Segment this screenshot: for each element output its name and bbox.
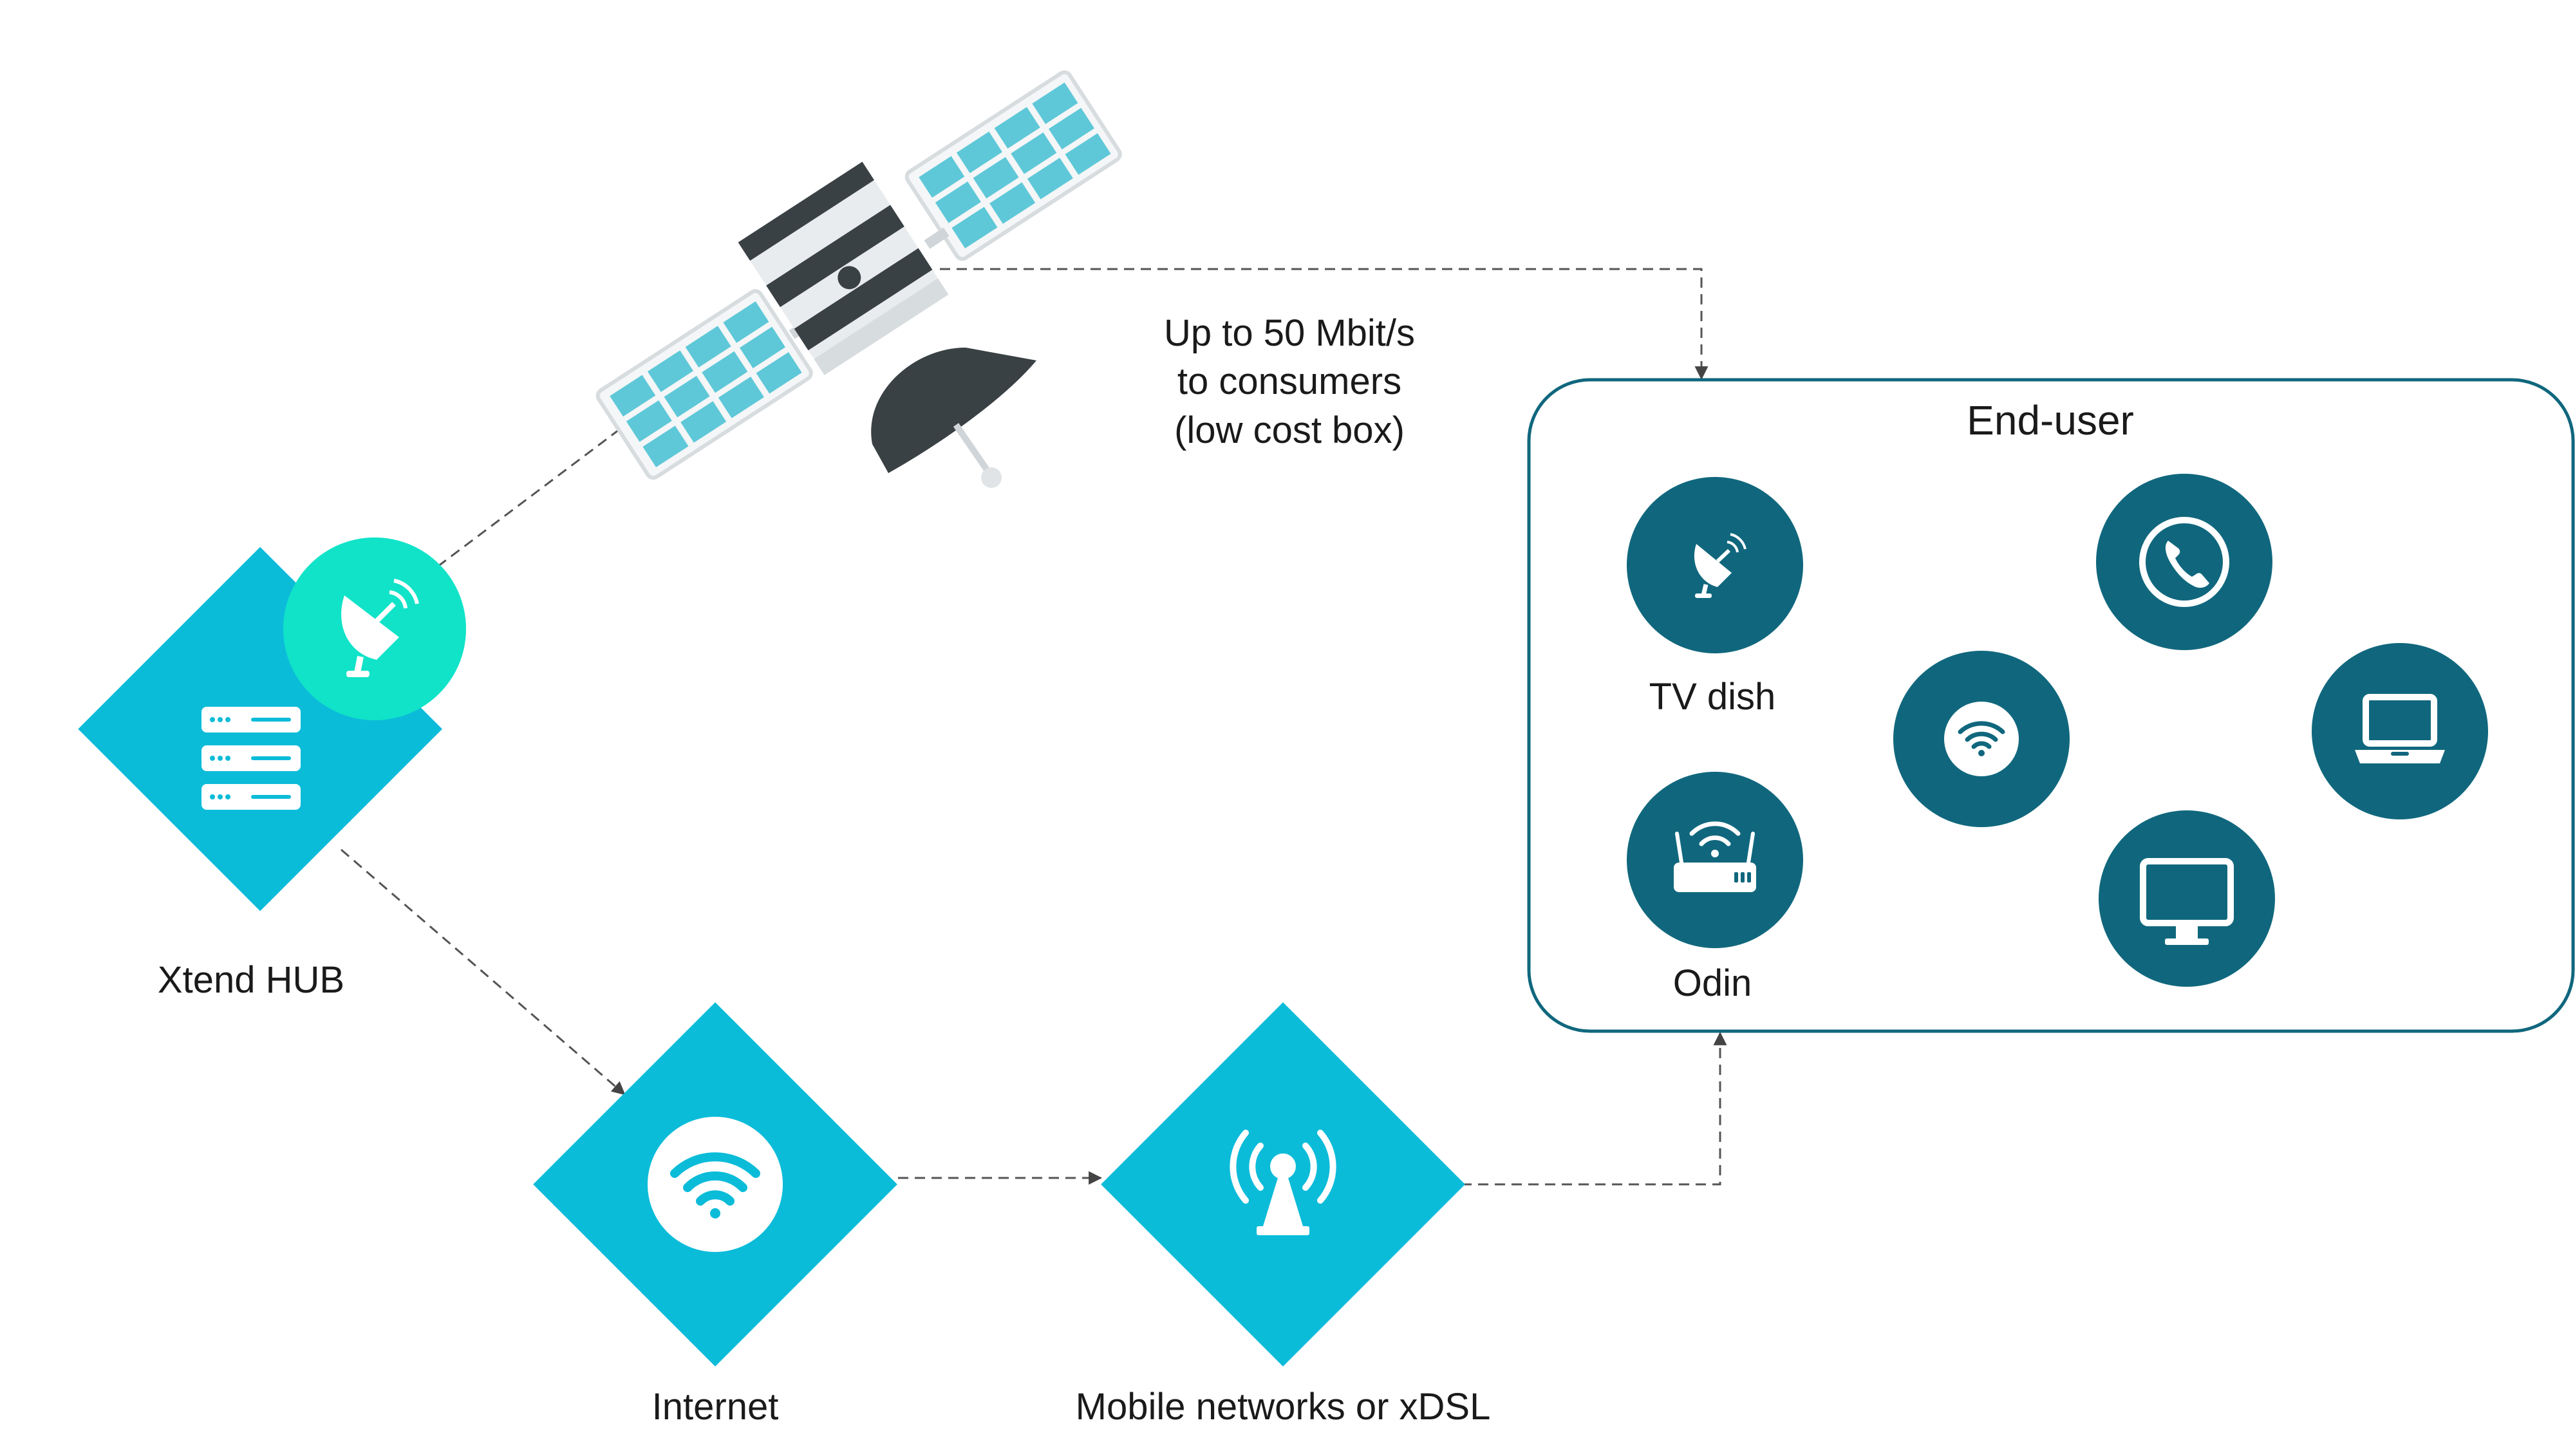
satellite-body [738,162,949,375]
xtend-hub-label: Xtend HUB [157,959,345,1001]
mobile-networks-label: Mobile networks or xDSL [1075,1386,1491,1428]
satellite-dish-icon [1694,533,1746,598]
device-monitor[interactable] [2099,810,2275,987]
connector-satellite-to-end-user [940,268,1709,380]
internet-node[interactable] [533,1002,897,1367]
laptop-icon [2355,694,2445,763]
xtend-hub-node[interactable] [78,537,466,911]
device-laptop[interactable] [2312,643,2488,819]
satellite-dish-icon [341,579,419,677]
device-wifi[interactable] [1893,651,2070,827]
device-odin[interactable] [1627,772,1803,948]
caption-line-2: to consumers [1177,360,1402,403]
internet-label: Internet [651,1386,779,1428]
satellite-dish [871,348,1036,473]
phone-icon [2165,541,2209,588]
wifi-icon [1958,721,2005,756]
server-rack-icon [201,707,301,810]
end-user-title: End-user [1967,397,2134,443]
satellite-throughput-caption: Up to 50 Mbit/s to consumers (low cost b… [1083,309,1495,454]
connector-mobile-to-end-user [1461,1031,1727,1186]
connectors [341,268,1727,1186]
connector-hub-to-internet [341,848,626,1096]
odin-label: Odin [1672,962,1752,1004]
connector-hub-to-satellite [437,417,635,568]
caption-line-3: (low cost box) [1174,409,1405,451]
router-icon [1674,821,1756,892]
solar-panel-left [595,289,813,480]
caption-line-1: Up to 50 Mbit/s [1163,312,1416,354]
device-tv-dish[interactable] [1627,477,1803,653]
tv-dish-label: TV dish [1649,676,1776,718]
radio-tower-icon [1230,1130,1336,1235]
mobile-networks-node[interactable] [1101,1002,1465,1367]
solar-panel-right [904,70,1122,261]
device-phone[interactable] [2096,474,2272,650]
wifi-icon [670,1152,760,1218]
satellite-illustration [595,70,1122,488]
monitor-icon [2140,858,2234,945]
